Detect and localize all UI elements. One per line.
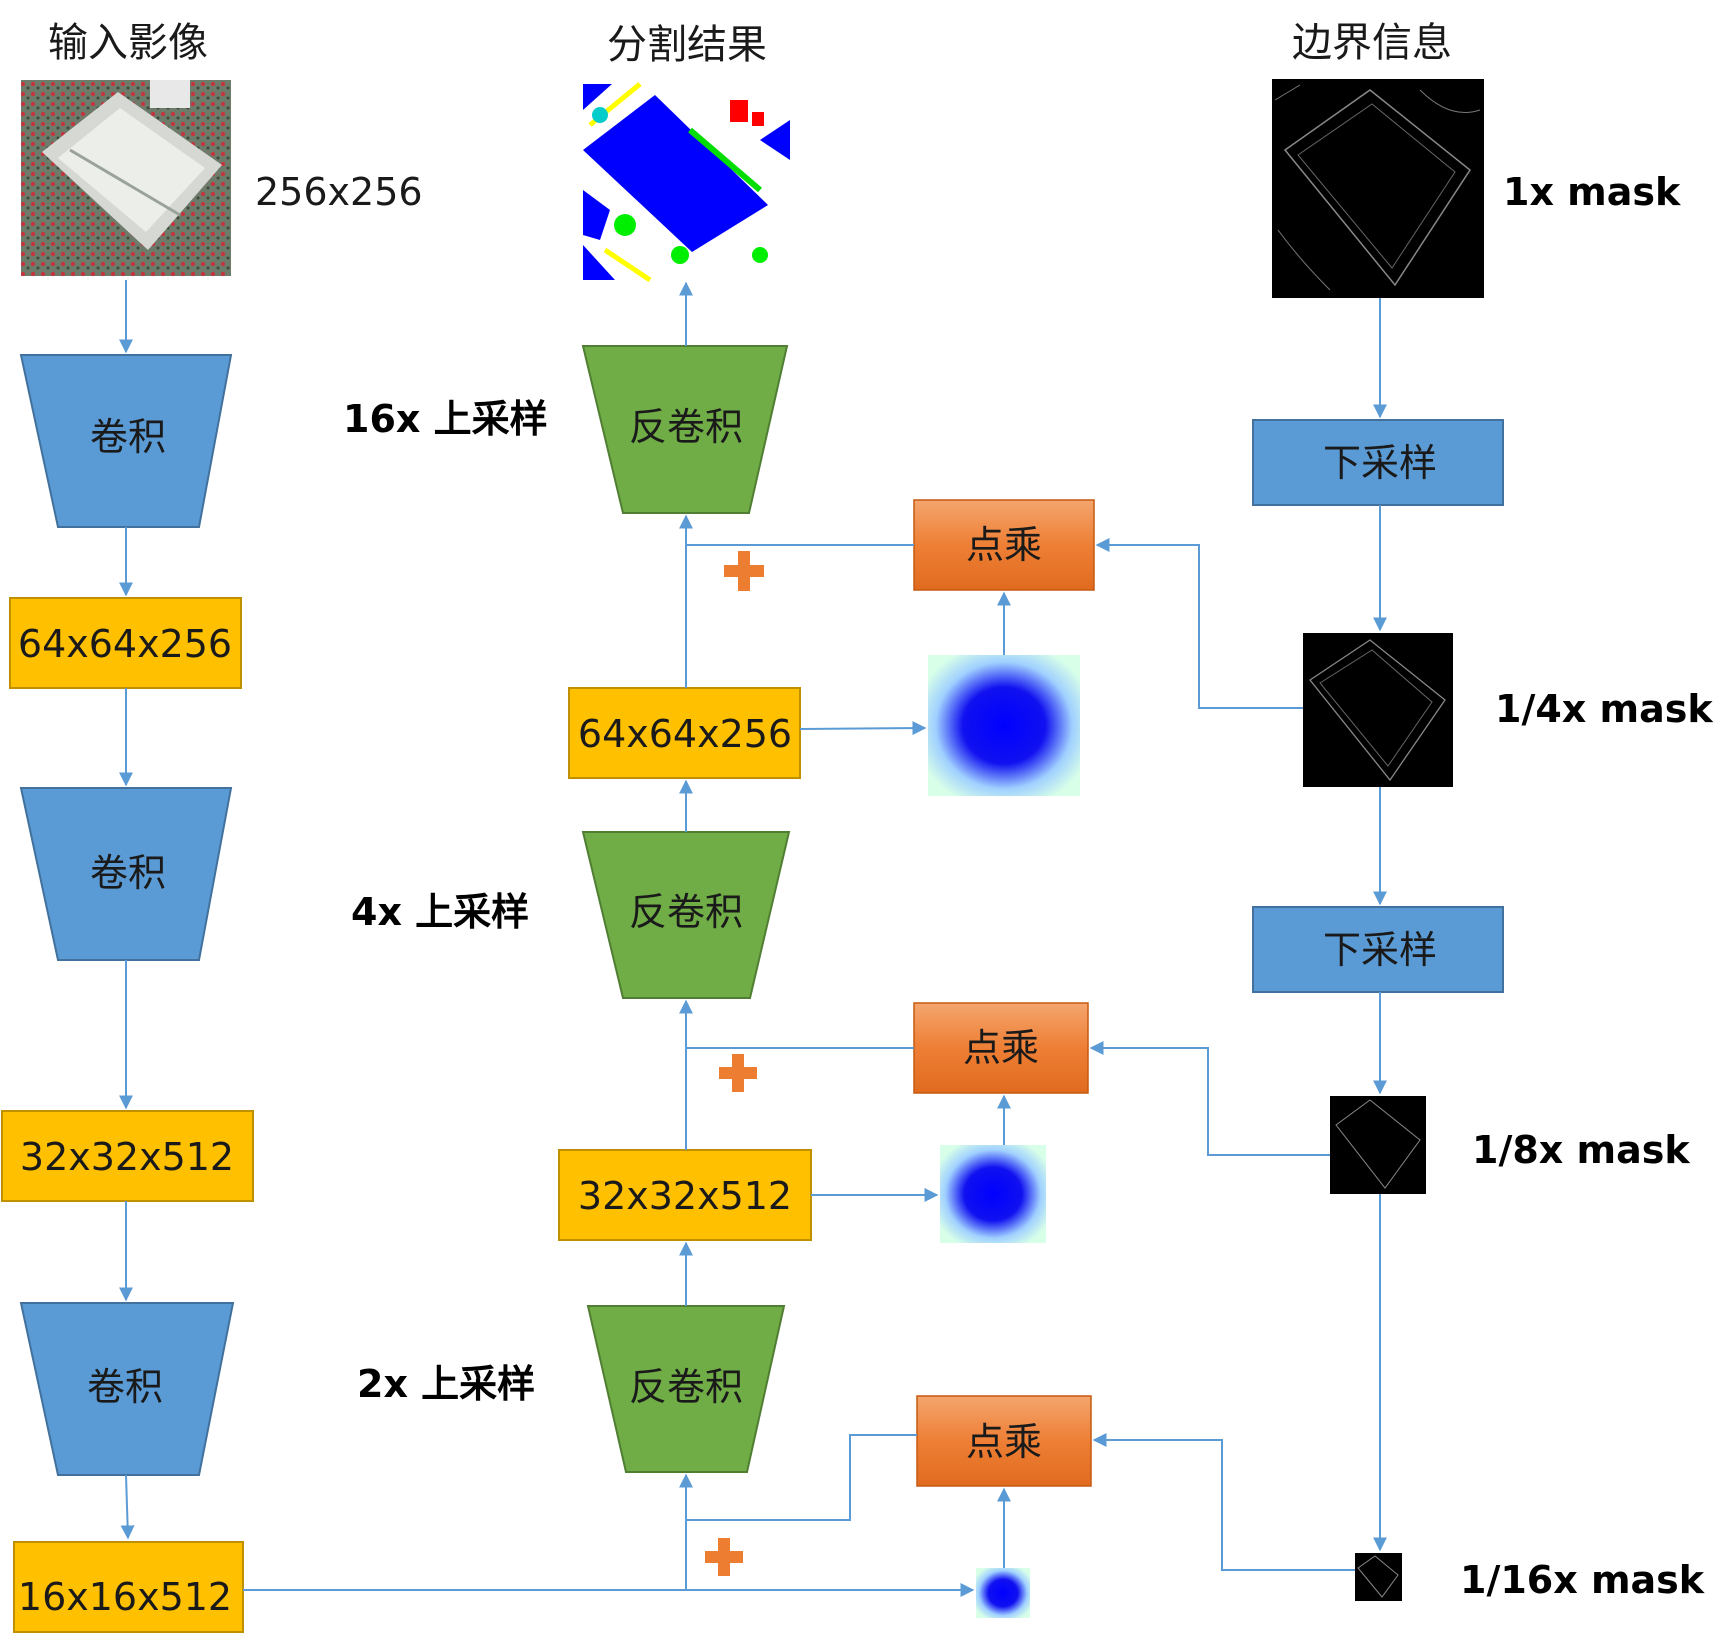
connectors xyxy=(119,280,1387,1597)
mask-label-quarter: 1/4x mask xyxy=(1495,687,1713,731)
feature-box-32x32x512-dec: 32x32x512 xyxy=(558,1149,812,1241)
input-aerial-image xyxy=(21,80,231,276)
multiply-box-1: 点乘 xyxy=(913,499,1095,591)
feature-label: 64x64x256 xyxy=(18,622,232,666)
input-image-header: 输入影像 xyxy=(48,20,208,66)
multiply-label: 点乘 xyxy=(966,523,1042,567)
blurred-prediction-small xyxy=(976,1568,1030,1618)
boundary-mask-sixteenth xyxy=(1355,1553,1402,1601)
feature-label: 32x32x512 xyxy=(578,1174,792,1218)
conv-block-1: 卷积 xyxy=(19,354,233,528)
input-size-label: 256x256 xyxy=(255,170,423,214)
blurred-prediction-medium xyxy=(940,1145,1046,1243)
multiply-box-3: 点乘 xyxy=(916,1395,1092,1487)
mask-label-sixteenth: 1/16x mask xyxy=(1460,1558,1705,1602)
boundary-info-header: 边界信息 xyxy=(1292,20,1452,66)
mask-label-1x: 1x mask xyxy=(1503,170,1681,214)
deconv-block-2: 反卷积 xyxy=(581,831,791,999)
plus-icon xyxy=(705,1538,743,1576)
deconv-block-3: 反卷积 xyxy=(586,1305,786,1473)
conv-label: 卷积 xyxy=(87,1365,163,1409)
downsample-box-1: 下采样 xyxy=(1252,419,1504,506)
segmentation-result-header: 分割结果 xyxy=(607,22,767,68)
upsample-4x-label: 4x 上采样 xyxy=(351,890,529,934)
deconv-label: 反卷积 xyxy=(629,890,743,934)
mask-label-eighth: 1/8x mask xyxy=(1472,1128,1690,1172)
multiply-box-2: 点乘 xyxy=(913,1002,1089,1094)
boundary-mask-eighth xyxy=(1330,1096,1426,1194)
feature-box-32x32x512-enc: 32x32x512 xyxy=(1,1110,254,1202)
deconv-label: 反卷积 xyxy=(629,405,743,449)
conv-block-2: 卷积 xyxy=(19,787,233,961)
boundary-mask-quarter xyxy=(1303,633,1453,787)
boundary-mask-1x xyxy=(1272,79,1484,298)
feature-label: 16x16x512 xyxy=(18,1575,232,1619)
feature-label: 64x64x256 xyxy=(578,712,792,756)
conv-label: 卷积 xyxy=(90,415,166,459)
segmentation-result-image xyxy=(580,82,790,283)
conv-label: 卷积 xyxy=(90,851,166,895)
feature-box-64x64x256-enc: 64x64x256 xyxy=(9,597,242,689)
upsample-16x-label: 16x 上采样 xyxy=(343,397,548,441)
downsample-label: 下采样 xyxy=(1323,441,1437,485)
deconv-block-1: 反卷积 xyxy=(581,345,789,514)
blurred-prediction-large xyxy=(928,655,1080,796)
plus-icon xyxy=(724,551,764,591)
multiply-label: 点乘 xyxy=(963,1026,1039,1070)
feature-box-16x16x512-enc: 16x16x512 xyxy=(13,1541,244,1633)
feature-box-64x64x256-dec: 64x64x256 xyxy=(568,687,801,779)
deconv-label: 反卷积 xyxy=(629,1365,743,1409)
upsample-2x-label: 2x 上采样 xyxy=(357,1362,535,1406)
feature-label: 32x32x512 xyxy=(20,1135,234,1179)
multiply-label: 点乘 xyxy=(966,1420,1042,1464)
downsample-box-2: 下采样 xyxy=(1252,906,1504,993)
conv-block-3: 卷积 xyxy=(19,1302,235,1476)
downsample-label: 下采样 xyxy=(1323,928,1437,972)
plus-icon xyxy=(719,1054,757,1092)
